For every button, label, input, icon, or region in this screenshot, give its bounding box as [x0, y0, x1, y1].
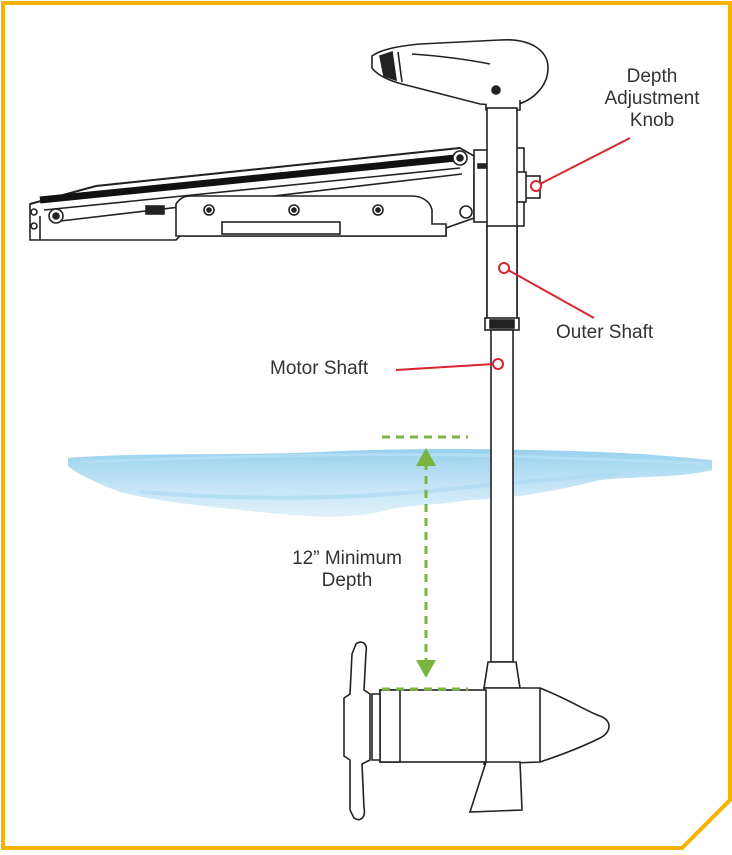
- callout-outer-shaft: [498, 262, 595, 319]
- depth-adjustment-knob-label-line-1: Depth: [626, 66, 678, 87]
- callout-motor-shaft: [395, 358, 504, 371]
- depth-adjustment-knob-label-line-2: Adjustment: [604, 88, 700, 109]
- depth-adjustment-knob-label: Depth Adjustment Knob: [592, 66, 712, 132]
- motor-shaft: [490, 329, 514, 663]
- water-surface: [68, 448, 712, 517]
- minimum-depth-marker: [382, 435, 468, 691]
- minimum-depth-label-line-2: Depth: [321, 570, 373, 591]
- mount-bracket: [29, 147, 475, 241]
- outer-shaft: [484, 107, 520, 331]
- depth-adjustment-knob-label-line-3: Knob: [629, 110, 675, 131]
- motor-shaft-label: Motor Shaft: [270, 358, 369, 379]
- callout-depth-knob: [530, 137, 631, 192]
- lower-unit: [343, 641, 610, 821]
- outer-shaft-label: Outer Shaft: [556, 322, 654, 343]
- minimum-depth-label-line-1: 12” Minimum: [292, 548, 402, 569]
- minimum-depth-label: 12” Minimum Depth: [272, 548, 422, 592]
- motor-head: [371, 39, 549, 111]
